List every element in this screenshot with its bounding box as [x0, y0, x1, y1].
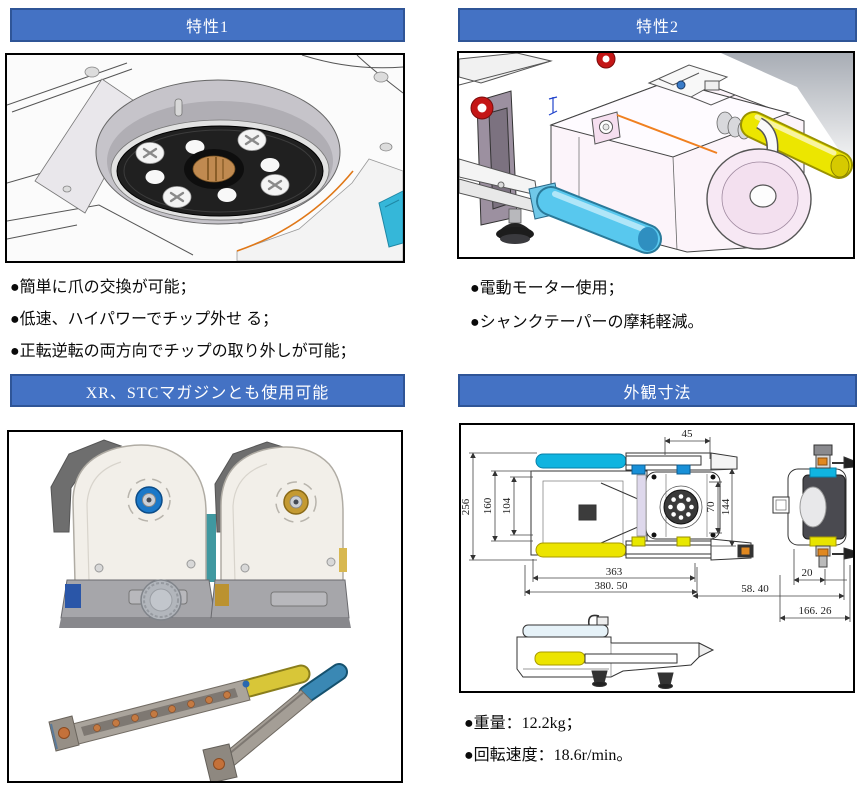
dimensions-bullet-speed: ●回転速度：18.6r/min。: [464, 747, 633, 764]
dim-160-label: 160: [482, 497, 494, 514]
dim-marker: [548, 96, 558, 116]
side-view: [772, 444, 853, 568]
round-cap: [140, 579, 182, 621]
claw-disc-cad-image: [7, 55, 403, 261]
dimension-lines: [469, 437, 851, 622]
machined-body-lines: [7, 55, 403, 256]
magazine-banner: XR、STCマガジンとも使用可能: [10, 374, 405, 407]
feature1-banner: 特性1: [10, 8, 405, 42]
feature2-bullets: ●電動モーター使用； ●シャンクテーパーの摩耗軽減。: [470, 272, 704, 340]
dimensions-banner: 外観寸法: [458, 374, 857, 407]
feature1-bullet-3: ●正転逆転の両方向でチップの取り外しが可能；: [10, 343, 356, 360]
suction-foot: [496, 208, 534, 244]
red-grommets: [470, 53, 616, 120]
magazine-photo-image: [9, 432, 401, 781]
top-view: [530, 452, 754, 561]
dimensions-title: 外観寸法: [623, 384, 692, 402]
disc-screws: [135, 129, 290, 208]
dim-20-label: 20: [802, 567, 814, 579]
dim-104-label: 104: [501, 497, 513, 514]
front-view: [516, 614, 715, 689]
cyan-handle: [528, 182, 662, 254]
locating-pin: [174, 98, 183, 117]
feature1-bullet-2: ●低速、ハイパワーでチップ外せ る；: [10, 311, 279, 328]
feature1-bullets: ●簡単に爪の交換が可能； ●低速、ハイパワーでチップ外せ る； ●正転逆転の両方…: [10, 272, 356, 368]
left-rail: [459, 53, 553, 226]
dimensions-image-panel: 45 256 160 104 70 144 363 380. 50 20 58.…: [459, 423, 855, 693]
dimensions-bullets: ●重量：12.2kg； ●回転速度：18.6r/min。: [464, 708, 632, 772]
dim-70-label: 70: [705, 501, 717, 513]
body-flap: [236, 158, 403, 261]
dim-58-label: 58. 40: [741, 583, 769, 595]
cyan-part: [378, 190, 403, 248]
feature2-image-panel: [457, 51, 855, 259]
magazine-right: [209, 441, 351, 628]
front-face: [706, 148, 812, 250]
dim-45-label: 45: [682, 428, 694, 440]
teal-edge: [206, 514, 216, 582]
feature2-title: 特性2: [635, 19, 679, 36]
dim-380-label: 380. 50: [595, 580, 629, 592]
dimension-drawing-image: 45 256 160 104 70 144 363 380. 50 20 58.…: [461, 425, 853, 691]
dimensions-bullet-weight: ●重量：12.2kg；: [464, 715, 582, 732]
dim-256-label: 256: [461, 498, 472, 515]
mount-plate: [591, 111, 621, 145]
magazine-left: [50, 439, 217, 628]
magazine-title: XR、STCマガジンとも使用可能: [85, 384, 330, 402]
feature1-title: 特性1: [185, 19, 229, 36]
stick-tool-long: [48, 664, 311, 752]
stick-tool-short: [202, 663, 348, 781]
orange-line: [616, 114, 718, 154]
backdrop-shade: [721, 53, 853, 171]
center-bore: [184, 149, 244, 189]
motor-cad-image: [459, 53, 853, 257]
feature1-bullet-1: ●簡単に爪の交換が可能；: [10, 279, 196, 296]
feature2-bullet-2: ●シャンクテーパーの摩耗軽減。: [470, 314, 704, 331]
feature1-image-panel: [5, 53, 405, 263]
dim-166-label: 166. 26: [799, 605, 833, 617]
dim-363-label: 363: [606, 566, 623, 578]
feature2-bullet-1: ●電動モーター使用；: [470, 280, 624, 297]
dim-144-label: 144: [720, 498, 732, 515]
magazine-image-panel: [7, 430, 403, 783]
feature2-banner: 特性2: [458, 8, 857, 42]
top-clamp: [647, 64, 736, 106]
orange-edge-line: [236, 170, 354, 252]
dimension-labels: 45 256 160 104 70 144 363 380. 50 20 58.…: [461, 428, 832, 617]
